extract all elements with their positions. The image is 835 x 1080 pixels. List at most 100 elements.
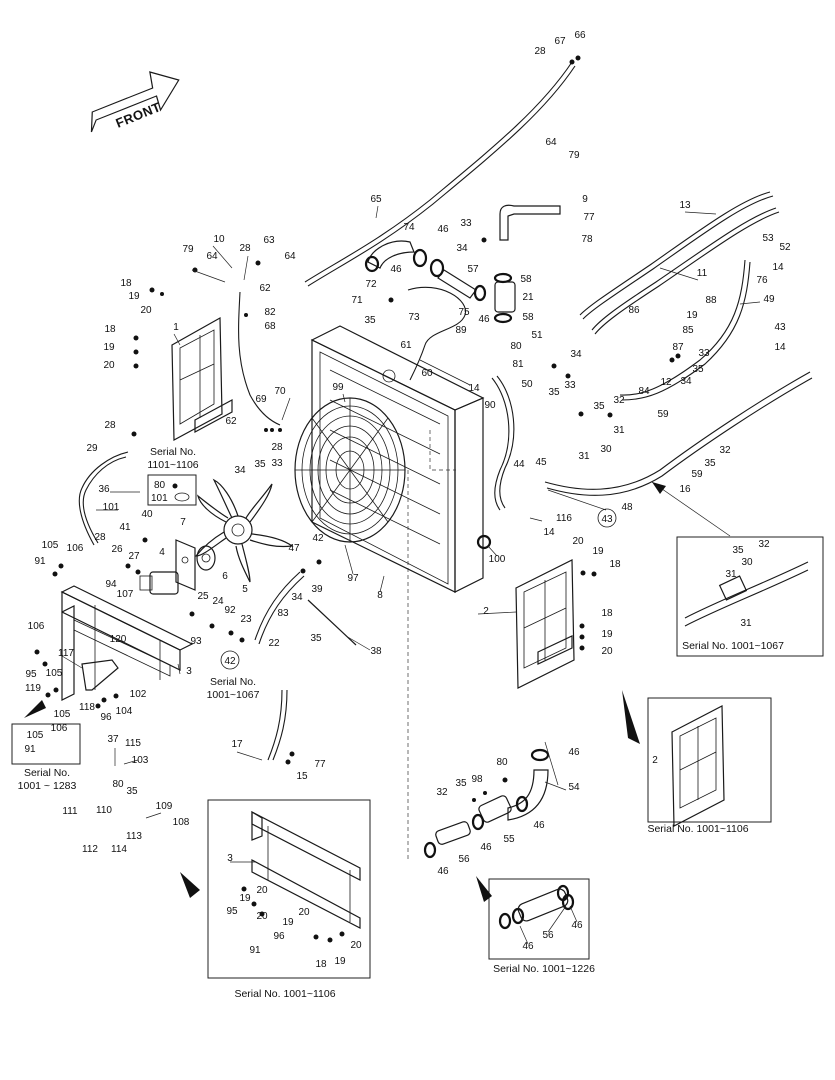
callout-105: 105 xyxy=(46,668,63,679)
callout-28: 28 xyxy=(104,420,116,431)
callout-46: 46 xyxy=(480,842,492,853)
callout-11: 11 xyxy=(697,268,708,279)
callout-118: 118 xyxy=(79,702,95,713)
callout-27: 27 xyxy=(128,551,140,562)
callout-1: 1 xyxy=(173,322,179,333)
callout-19: 19 xyxy=(592,546,604,557)
callout-32: 32 xyxy=(719,445,731,456)
callout-96: 96 xyxy=(100,712,112,723)
callout-6: 6 xyxy=(222,571,228,582)
hose-29 xyxy=(78,451,129,546)
callout-14: 14 xyxy=(543,527,555,538)
callout-79: 79 xyxy=(182,244,194,255)
inset-box-80-101 xyxy=(147,474,197,506)
callout-46: 46 xyxy=(568,747,580,758)
callout-4: 4 xyxy=(159,547,165,558)
callout-33: 33 xyxy=(698,348,710,359)
callout-67: 67 xyxy=(554,36,566,47)
pointer-triangle-1 xyxy=(622,690,640,744)
callout-2: 2 xyxy=(483,606,489,617)
callout-54: 54 xyxy=(568,782,580,793)
callout-48: 48 xyxy=(621,502,633,513)
callout-47: 47 xyxy=(288,543,300,554)
callout-17: 17 xyxy=(231,739,243,750)
callout-14: 14 xyxy=(774,342,786,353)
callout-91: 91 xyxy=(34,556,46,567)
hose-73 xyxy=(407,286,467,381)
callout-40: 40 xyxy=(141,509,153,520)
line-50 xyxy=(491,377,510,511)
callout-19: 19 xyxy=(686,310,698,321)
serial-caption: Serial No. xyxy=(210,676,256,688)
callout-88: 88 xyxy=(705,295,717,306)
callout-97: 97 xyxy=(347,573,359,584)
callout-119: 119 xyxy=(25,683,41,694)
callout-49: 49 xyxy=(763,294,775,305)
pipe-54 xyxy=(507,769,549,821)
circled-ref-label: 43 xyxy=(601,514,613,525)
callout-66: 66 xyxy=(574,30,586,41)
callout-25: 25 xyxy=(197,591,209,602)
callout-21: 21 xyxy=(522,292,534,303)
callout-56: 56 xyxy=(542,930,554,941)
callout-80: 80 xyxy=(496,757,508,768)
callout-90: 90 xyxy=(484,400,496,411)
callout-106: 106 xyxy=(67,543,84,554)
inset-box-bracket-1001-1106 xyxy=(647,697,772,823)
hardware-dots xyxy=(34,55,681,943)
callout-19: 19 xyxy=(282,917,294,928)
callout-42: 42 xyxy=(312,533,324,544)
bracket-117 xyxy=(81,659,119,691)
callout-20: 20 xyxy=(298,907,310,918)
hose-74 xyxy=(367,240,415,269)
callout-19: 19 xyxy=(239,893,251,904)
callout-31: 31 xyxy=(578,451,590,462)
callout-33: 33 xyxy=(271,458,283,469)
callout-93: 93 xyxy=(190,636,202,647)
callout-26: 26 xyxy=(111,544,123,555)
serial-caption: Serial No. 1001~1106 xyxy=(234,988,335,1000)
callout-80: 80 xyxy=(510,341,522,352)
callout-14: 14 xyxy=(772,262,784,273)
callout-13: 13 xyxy=(679,200,691,211)
callout-34: 34 xyxy=(291,592,303,603)
callout-32: 32 xyxy=(436,787,448,798)
callout-105: 105 xyxy=(27,730,44,741)
callout-35: 35 xyxy=(455,778,467,789)
callout-28: 28 xyxy=(271,442,283,453)
callout-14: 14 xyxy=(468,383,480,394)
callout-16: 16 xyxy=(679,484,691,495)
callout-35: 35 xyxy=(364,315,376,326)
callout-5: 5 xyxy=(242,584,248,595)
fan-shroud xyxy=(294,397,406,543)
callout-77: 77 xyxy=(583,212,595,223)
callout-107: 107 xyxy=(117,589,134,600)
callout-86: 86 xyxy=(628,305,640,316)
callout-18: 18 xyxy=(601,608,613,619)
callout-30: 30 xyxy=(741,557,753,568)
callout-32: 32 xyxy=(758,539,770,550)
callout-46: 46 xyxy=(571,920,583,931)
callout-28: 28 xyxy=(534,46,546,57)
front-arrow-label: FRONT xyxy=(114,99,163,131)
callout-46: 46 xyxy=(390,264,402,275)
callout-46: 46 xyxy=(437,866,449,877)
callout-113: 113 xyxy=(126,831,142,842)
callout-36: 36 xyxy=(98,484,110,495)
line-11 xyxy=(591,207,777,331)
callout-56: 56 xyxy=(458,854,470,865)
callout-96: 96 xyxy=(273,931,285,942)
serial-caption: Serial No. 1001~1106 xyxy=(647,823,748,835)
callout-114: 114 xyxy=(111,844,127,855)
hose-62 xyxy=(238,291,281,426)
callout-3: 3 xyxy=(186,666,192,677)
callout-95: 95 xyxy=(25,669,37,680)
callout-34: 34 xyxy=(456,243,468,254)
callout-89: 89 xyxy=(455,325,467,336)
callout-112: 112 xyxy=(82,844,98,855)
callout-73: 73 xyxy=(408,312,420,323)
callout-31: 31 xyxy=(740,618,752,629)
callout-91: 91 xyxy=(249,945,261,956)
hydraulic-pump xyxy=(139,539,196,595)
callout-69: 69 xyxy=(255,394,267,405)
